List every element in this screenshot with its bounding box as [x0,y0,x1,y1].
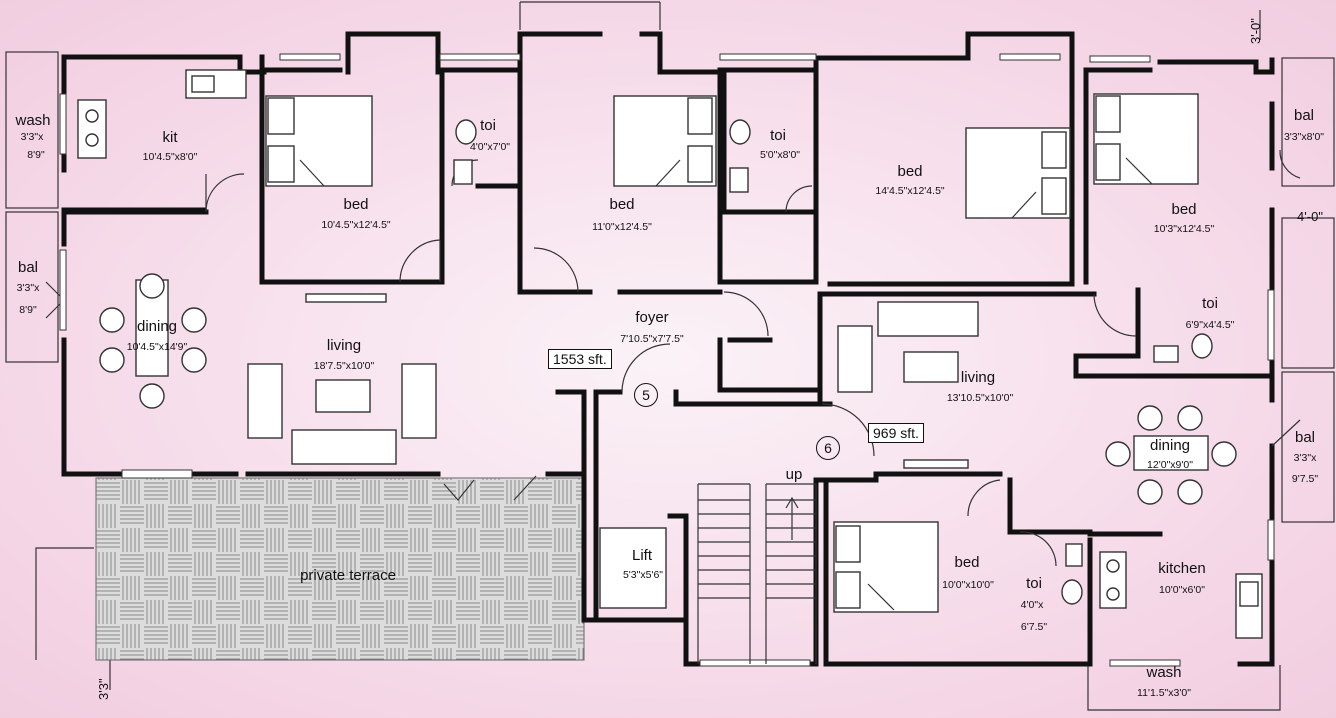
lift-box [599,527,667,609]
unit6-area-badge: 969 sft. [868,423,924,443]
wash-left-dim-1: 3'3"x [20,131,44,143]
bal-top-right-dim: 3'3"x8'0" [1283,131,1325,143]
toi2-label: toi [770,127,786,144]
bed5-dim: 10'0"x10'0" [942,579,994,591]
living2-dim: 13'10.5"x10'0" [946,392,1014,404]
kitchen2-dim: 10'0"x6'0" [1159,584,1205,596]
bal-right-label: bal [1294,429,1316,446]
sink-counter-left [185,69,247,99]
bal-left-label: bal [17,259,39,276]
bed2-label: bed [609,196,635,213]
stair-up-label: up [785,466,803,483]
living2-label: living [960,369,996,386]
bal-right-dim-1: 3'3"x [1293,452,1317,464]
bed4-label: bed [1171,201,1197,218]
wash-left-dim-2: 8'9" [27,149,45,161]
wash-bottom-dim: 11'1.5"x3'0" [1137,687,1191,699]
wash-bottom-label: wash [1146,664,1182,681]
living1-dim: 18'7.5"x10'0" [313,360,375,372]
toi1-dim: 4'0"x7'0" [469,141,511,153]
unit6-marker: 6 [816,436,840,460]
dim-bottom-left-vertical: 3'3" [96,678,111,700]
toi2-dim: 5'0"x8'0" [759,149,801,161]
toi3-label: toi [1202,295,1218,312]
bed5-label: bed [954,554,980,571]
bal-top-right-label: bal [1293,107,1315,124]
toi4-dim-1: 4'0"x [1020,599,1044,611]
toi4-dim-2: 6'7.5" [1020,621,1048,633]
furniture [77,69,1263,664]
toi3-dim: 6'9"x4'4.5" [1185,319,1235,331]
sofa-2 [877,301,979,337]
windows [59,53,1275,667]
foyer-label: foyer [635,309,669,326]
unit5-marker: 5 [634,383,658,407]
unit5-area-badge: 1553 sft. [548,349,612,369]
bed4-dim: 10'3"x12'4.5" [1153,223,1215,235]
bed3-dim: 14'4.5"x12'4.5" [875,185,945,197]
bal-left-dim-1: 3'3"x [16,282,40,294]
dim-right-side: 4'-0" [1297,209,1323,224]
bed3-label: bed [897,163,923,180]
terrace-label: private terrace [300,567,396,584]
kitchen2-label: kitchen [1158,560,1206,577]
dining2-label: dining [1149,437,1191,454]
bal-left-dim-2: 8'9" [19,304,37,316]
toi1-label: toi [480,117,496,134]
dining2-dim: 12'0"x9'0" [1147,459,1193,471]
dim-top-right-vertical: 3'-0" [1248,18,1263,44]
toi4-label: toi [1026,575,1042,592]
wash-left-label: wash [15,112,51,129]
kit-label: kit [162,129,178,146]
bed2-dim: 11'0"x12'4.5" [592,221,652,233]
dining1-dim: 10'4.5"x14'9" [126,341,188,353]
kit-dim: 10'4.5"x8'0" [142,151,198,163]
bed1-dim: 10'4.5"x12'4.5" [321,219,391,231]
staircase [697,483,817,664]
walls [61,31,1275,667]
stove-left [77,99,107,159]
lift-dim: 5'3"x5'6" [622,569,664,581]
outer-guide-lines [5,1,1335,711]
dining-table-2 [1133,435,1209,471]
coffee-table-1 [315,379,371,413]
living1-label: living [326,337,362,354]
dining1-label: dining [136,318,178,335]
door-swings [45,149,1301,567]
bed1-label: bed [343,196,369,213]
bal-right-dim-2: 9'7.5" [1291,473,1319,485]
private-terrace-floor [95,477,585,661]
lift-label: Lift [631,547,653,564]
foyer-dim: 7'10.5"x7'7.5" [620,333,684,345]
